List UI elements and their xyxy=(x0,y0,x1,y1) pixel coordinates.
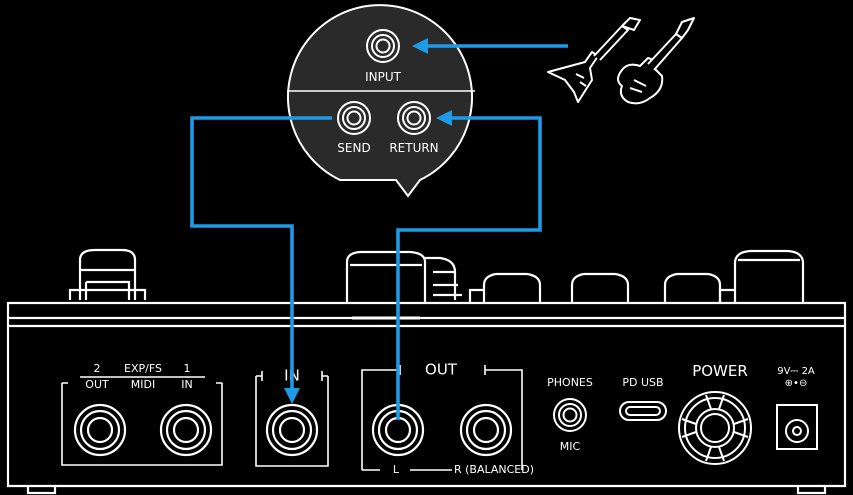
power-button-icon[interactable] xyxy=(678,391,752,465)
usb-group: PD USB xyxy=(619,376,667,421)
dc-jack-icon[interactable] xyxy=(776,404,818,450)
cable-guitar-to-input xyxy=(412,38,568,54)
flying-v-guitar-icon xyxy=(547,17,641,103)
out-r-label: R (BALANCED) xyxy=(454,463,534,476)
exp-num-2: 2 xyxy=(94,362,101,375)
gain-knob xyxy=(345,250,462,303)
exp-num-1: 1 xyxy=(184,362,191,375)
exp-midi-label: MIDI xyxy=(131,378,155,391)
pdusb-label: PD USB xyxy=(622,376,663,389)
exp-in-label: IN xyxy=(181,378,192,391)
usb-c-icon[interactable] xyxy=(619,401,667,421)
phones-label: PHONES xyxy=(547,376,593,389)
cable-out-to-return xyxy=(396,110,542,420)
cable-send-to-in xyxy=(190,116,332,404)
dc-group: 9V⎓ 2A ⊕•⊖ xyxy=(776,366,818,450)
footswitch-knob xyxy=(68,248,147,300)
exp-fs-group: 2 EXP/FS 1 OUT MIDI IN xyxy=(61,362,223,466)
input-jack[interactable] xyxy=(265,403,319,457)
dc-rating: 9V⎓ 2A xyxy=(777,366,815,377)
out-label: OUT xyxy=(425,361,458,379)
bubble-send-label: SEND xyxy=(337,141,370,155)
exp-center-label: EXP/FS xyxy=(124,362,162,375)
power-group: POWER xyxy=(678,362,752,465)
bubble-input-label: INPUT xyxy=(365,70,402,84)
knob-3 xyxy=(663,272,722,303)
phones-jack[interactable] xyxy=(553,398,587,432)
power-label: POWER xyxy=(692,362,748,380)
exp-jack-1[interactable] xyxy=(159,403,213,457)
output-jack-r[interactable] xyxy=(459,403,513,457)
back-panel xyxy=(6,326,847,495)
mic-label: MIC xyxy=(560,440,581,453)
knob-2 xyxy=(570,272,630,303)
knob-1 xyxy=(468,272,542,303)
exp-out-label: OUT xyxy=(85,378,109,391)
out-l-label: L xyxy=(393,463,400,476)
device-top xyxy=(6,248,847,328)
cables xyxy=(190,38,568,420)
io-bubble: INPUT SEND RETURN xyxy=(287,4,475,198)
strat-guitar-icon xyxy=(617,17,695,105)
out-group: OUT L R (BALANCED) xyxy=(361,361,534,476)
exp-jack-2[interactable] xyxy=(73,403,127,457)
volume-knob xyxy=(718,249,805,303)
bubble-return-label: RETURN xyxy=(389,141,438,155)
phones-group: PHONES MIC xyxy=(547,376,593,453)
dc-polarity: ⊕•⊖ xyxy=(785,378,808,389)
